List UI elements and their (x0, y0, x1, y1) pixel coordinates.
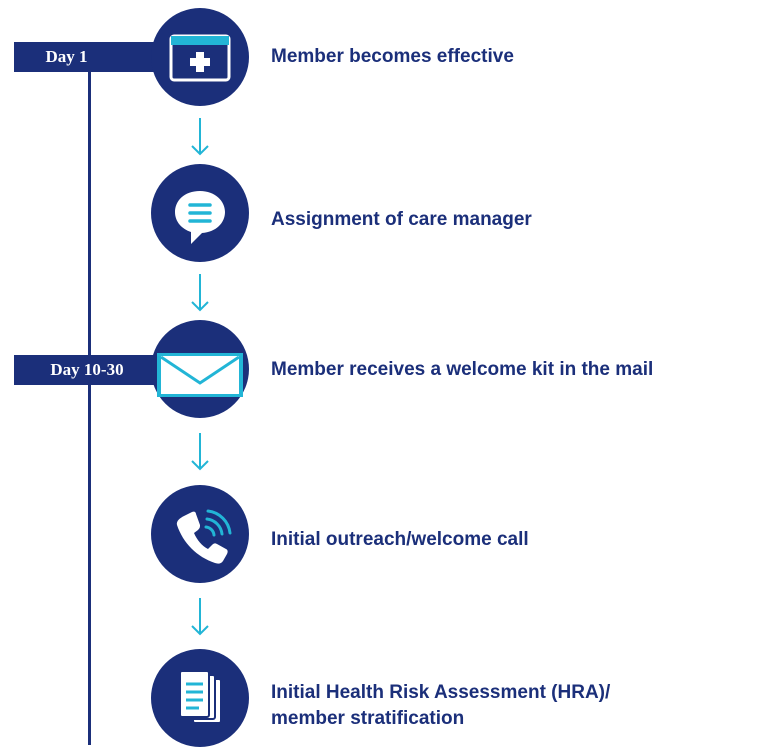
step-3-label: Member receives a welcome kit in the mai… (271, 359, 654, 380)
step-2-circle (151, 164, 249, 262)
step-3-circle (151, 320, 249, 418)
medical-calendar-icon (169, 34, 231, 82)
chat-bubble-icon (175, 191, 225, 244)
day-tag-day-10-30: Day 10-30 (14, 355, 174, 385)
step-4-label: Initial outreach/welcome call (271, 529, 529, 550)
arrow-down-icon (191, 274, 209, 312)
step-1-circle (151, 8, 249, 106)
document-stack-icon (179, 670, 222, 724)
step-5-label-line-2: member stratification (271, 708, 465, 729)
step-5-circle (151, 649, 249, 747)
arrow-down-icon (191, 598, 209, 636)
step-4-circle (151, 485, 249, 583)
phone-call-icon (176, 509, 232, 564)
step-1-label: Member becomes effective (271, 46, 514, 67)
step-5-label-line-1: Initial Health Risk Assessment (HRA)/ (271, 682, 611, 703)
step-2-label: Assignment of care manager (271, 209, 532, 230)
envelope-icon (157, 353, 243, 397)
day-tag-day-1: Day 1 (14, 42, 174, 72)
arrow-down-icon (191, 118, 209, 156)
arrow-down-icon (191, 433, 209, 471)
step-5-label: Initial Health Risk Assessment (HRA)/ me… (271, 680, 610, 732)
timeline-line (88, 56, 91, 745)
